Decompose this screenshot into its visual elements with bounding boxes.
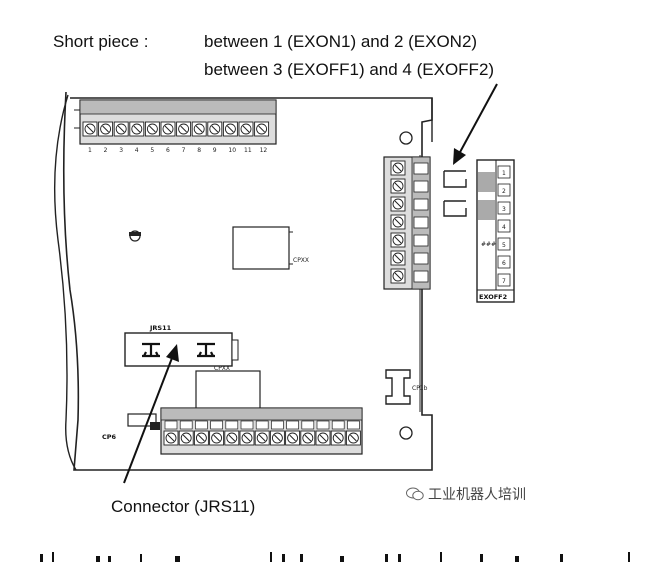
mount-hole-top — [399, 131, 413, 145]
mount-hole-bottom — [399, 426, 413, 440]
top-terminal-number: 11 — [244, 147, 252, 154]
jrs11-connector: JRS11 — [124, 324, 239, 367]
bottom-terminal-screw — [269, 430, 285, 446]
exoff2-tag: EXOFF2 — [479, 293, 507, 301]
top-terminal-screw — [191, 121, 207, 137]
relay-component: CPXX — [195, 365, 261, 410]
vertical-terminal-screw — [390, 250, 406, 266]
svg-text:CPXX: CPXX — [293, 257, 309, 264]
board-outline — [62, 91, 433, 471]
callout-arrow-bottom — [123, 344, 179, 484]
connector-label: Connector (JRS11) — [111, 497, 256, 516]
top-terminal-number: 5 — [150, 147, 154, 154]
top-terminal-screw — [222, 121, 238, 137]
watermark-text: 工业机器人培训 — [428, 486, 526, 502]
bottom-terminal-screw — [315, 430, 331, 446]
right-connector-pin: 2 — [502, 188, 506, 195]
short-piece-jumpers — [443, 170, 467, 217]
top-terminal-number: 2 — [104, 147, 108, 154]
top-terminal-number: 10 — [228, 147, 236, 154]
u-shaped-part: CP1b — [385, 369, 428, 405]
right-connector-pin: 1 — [502, 170, 506, 177]
top-terminal-number: 4 — [135, 147, 139, 154]
top-terminal-screw — [144, 121, 160, 137]
right-connector-pin: 4 — [502, 224, 506, 231]
u-part-tag: CP1b — [412, 385, 428, 392]
top-terminal-number: 3 — [119, 147, 123, 154]
cropped-text-strip — [40, 552, 630, 562]
bottom-terminal-screw — [254, 430, 270, 446]
vertical-terminal-screw — [390, 196, 406, 212]
vertical-terminal-screw — [390, 232, 406, 248]
vertical-terminal-screw — [390, 178, 406, 194]
vertical-terminal-screw — [390, 160, 406, 176]
bottom-terminal-screw — [224, 430, 240, 446]
wechat-icon — [406, 487, 424, 501]
bottom-terminal-screw — [330, 430, 346, 446]
right-connector-strip: 1 2 3 4 5 6 7 ### EXOFF2 — [476, 159, 515, 303]
callout-arrow-top — [453, 83, 498, 165]
bottom-terminal-screw — [285, 430, 301, 446]
short-piece-label: Short piece : — [53, 32, 149, 51]
right-connector-pin: 6 — [502, 260, 506, 267]
top-terminal-screw — [129, 121, 145, 137]
bottom-terminal-screw — [209, 430, 225, 446]
right-connector-pin: 5 — [502, 242, 506, 249]
svg-text:###: ### — [481, 241, 496, 248]
bottom-terminal-screw — [193, 430, 209, 446]
top-terminal-number: 8 — [197, 147, 201, 154]
svg-text:CPXX: CPXX — [214, 365, 230, 372]
right-connector-pin: 7 — [502, 278, 506, 285]
top-terminal-screw — [113, 121, 129, 137]
top-terminal-screw — [176, 121, 192, 137]
top-terminal-screw — [238, 121, 254, 137]
cp6-tag: CP6 — [102, 433, 117, 441]
top-terminal-screw — [160, 121, 176, 137]
bottom-terminal-screw — [300, 430, 316, 446]
top-terminal-number: 7 — [182, 147, 186, 154]
top-terminal-screw — [207, 121, 223, 137]
jrs11-tag: JRS11 — [149, 324, 172, 332]
top-terminal-number: 9 — [213, 147, 217, 154]
vertical-terminal-screw — [390, 268, 406, 284]
small-component — [129, 230, 141, 242]
bottom-terminal-screw — [163, 430, 179, 446]
short-piece-line-1: between 1 (EXON1) and 2 (EXON2) — [204, 32, 478, 51]
bottom-terminal-screw — [178, 430, 194, 446]
bottom-terminal-screw — [239, 430, 255, 446]
vertical-terminal-screw — [390, 214, 406, 230]
bottom-terminal-screw — [345, 430, 361, 446]
top-terminal-screw — [82, 121, 98, 137]
bottom-terminal-block — [160, 407, 363, 455]
center-chip: CPXX — [232, 226, 309, 270]
top-terminal-number: 1 — [88, 147, 92, 154]
top-terminal-number: 6 — [166, 147, 170, 154]
cp6-element: CP6 — [102, 413, 160, 441]
short-piece-line-2: between 3 (EXOFF1) and 4 (EXOFF2) — [204, 60, 495, 79]
top-terminal-screw — [254, 121, 270, 137]
top-terminal-screw — [98, 121, 114, 137]
right-connector-pin: 3 — [502, 206, 506, 213]
top-terminal-number: 12 — [260, 147, 268, 154]
board-left-edge — [53, 94, 77, 471]
vertical-terminal-block — [383, 156, 431, 290]
top-terminal-block — [74, 99, 277, 145]
